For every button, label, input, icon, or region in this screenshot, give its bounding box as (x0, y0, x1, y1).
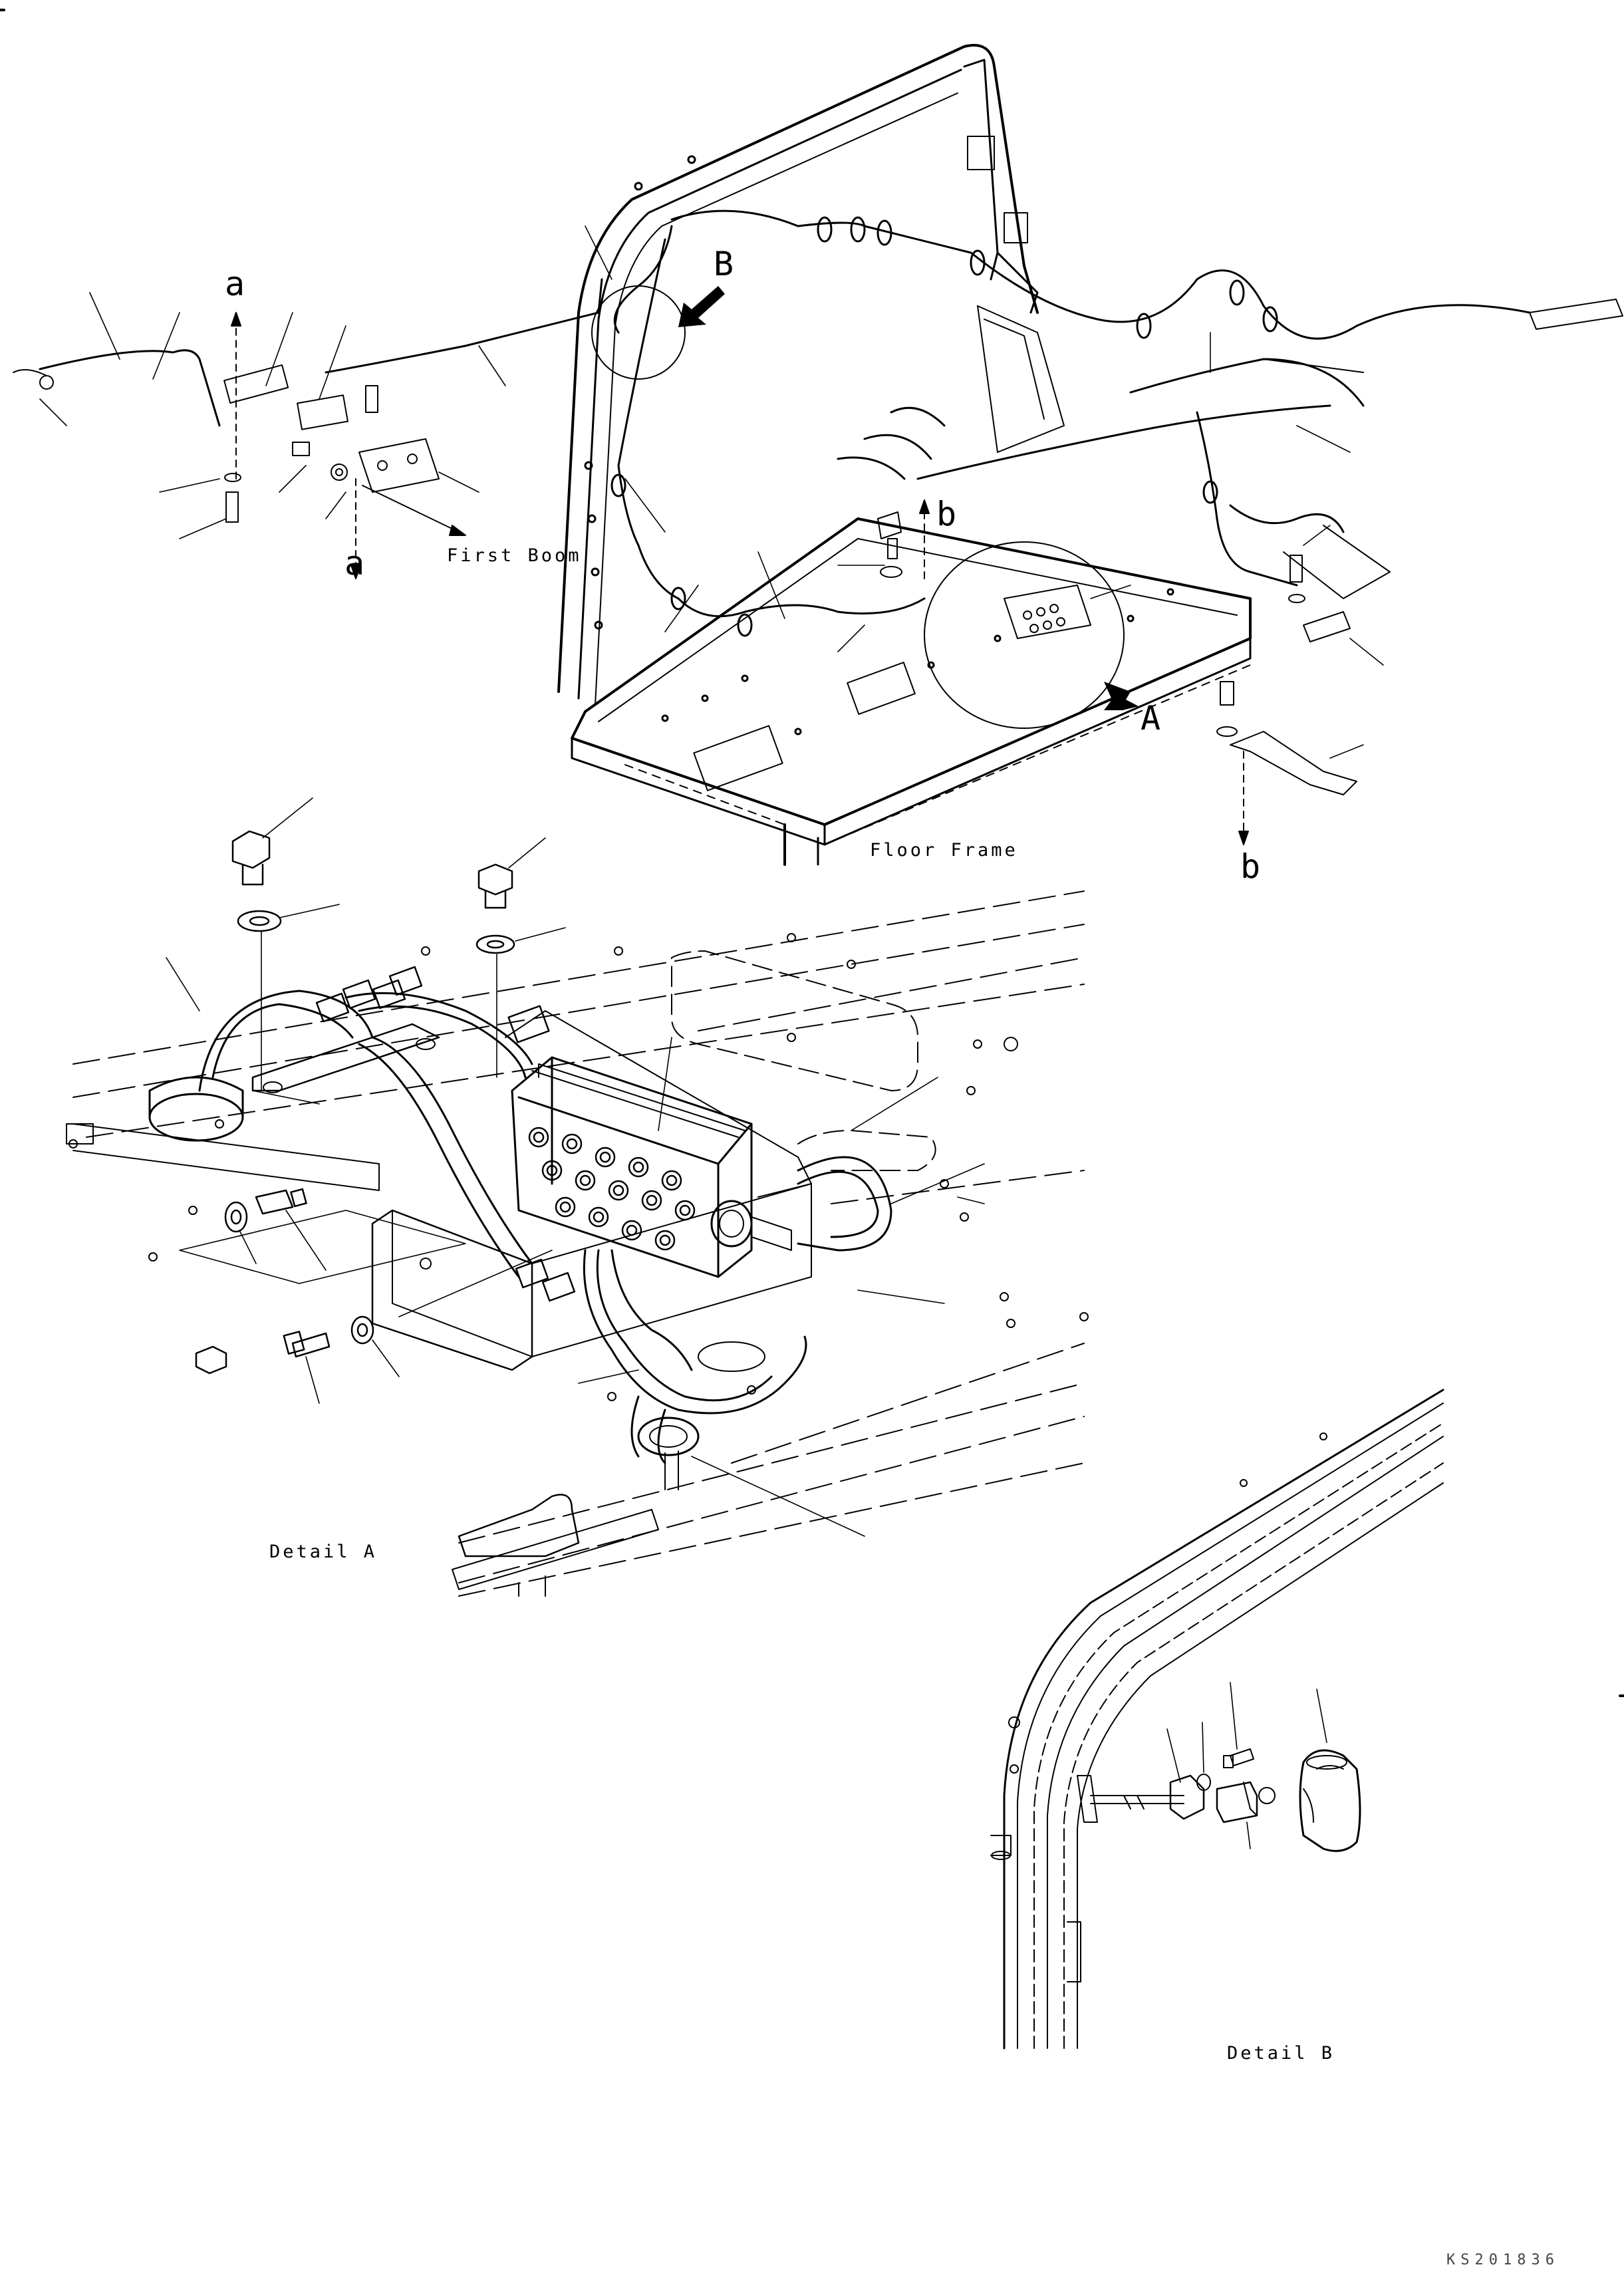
wiring-harness-top (39, 209, 1623, 637)
detail-a-label: Detail A (269, 1542, 378, 1562)
detail-b-drawing (990, 1389, 1444, 2050)
arrow-b-top-label: b (936, 495, 957, 533)
first-boom-label: First Boom (447, 545, 582, 566)
detail-a-drawing (66, 797, 1089, 1597)
floor-frame-label: Floor Frame (870, 840, 1018, 861)
floor-fasteners (877, 511, 902, 578)
boom-component-group (13, 364, 440, 523)
floor-bracket-right (1216, 525, 1391, 795)
drawing-code: KS201836 (1446, 2252, 1559, 2268)
callout-arrows (678, 286, 1139, 710)
reference-arrows (231, 312, 1249, 845)
arrow-b-bottom-label: b (1240, 847, 1261, 886)
cab-frame (557, 44, 1065, 706)
junction-box-top (1004, 585, 1091, 639)
floor-frame (571, 517, 1252, 866)
leader-lines-top (39, 225, 1384, 759)
ref-a-label: A (1141, 699, 1161, 738)
detail-b-label: Detail B (1227, 2043, 1335, 2064)
detail-a-callout-circle (924, 541, 1125, 729)
arrow-a-bottom-label: a (344, 544, 365, 583)
arrow-a-top-label: a (225, 265, 245, 303)
ref-b-label: B (714, 245, 734, 283)
detail-b-callout-circle (591, 285, 686, 380)
